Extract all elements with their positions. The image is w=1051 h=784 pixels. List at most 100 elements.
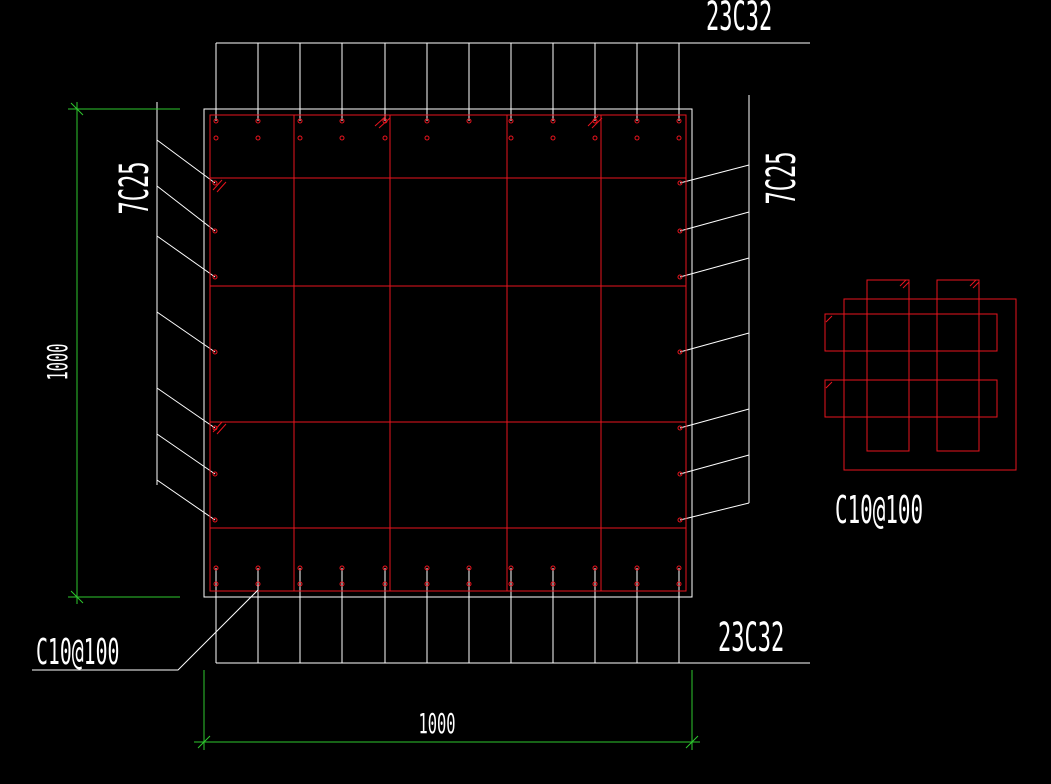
section-outline bbox=[203, 108, 693, 598]
left-leader-line bbox=[156, 235, 216, 278]
rebar-cage bbox=[209, 114, 687, 592]
right-leader-line bbox=[679, 332, 750, 353]
detail-horizontal-tie-bottom bbox=[824, 379, 998, 418]
concrete-boundary bbox=[203, 108, 693, 598]
stirrup-main-label: C10@100 bbox=[36, 631, 119, 673]
top-bar-dot bbox=[508, 135, 514, 141]
dim-tick-top bbox=[70, 102, 84, 116]
detail-vertical-tie-right bbox=[936, 279, 980, 452]
bottom-bar-dot bbox=[634, 581, 640, 587]
dimension-width bbox=[194, 670, 700, 750]
detail-outer-stirrup bbox=[843, 298, 1017, 471]
bottom-bar-dot bbox=[466, 565, 472, 571]
bottom-bar-dot bbox=[676, 565, 682, 571]
top-bar-dot bbox=[339, 118, 345, 124]
top-bar-dot bbox=[424, 118, 430, 124]
longitudinal-bars bbox=[212, 118, 683, 587]
top-bar-dot bbox=[508, 118, 514, 124]
detail-hook bbox=[969, 279, 980, 289]
top-bar-dot bbox=[213, 118, 219, 124]
right-bar-dot bbox=[677, 180, 683, 186]
height-dimension-label: 1000 bbox=[42, 343, 74, 380]
bottom-bar-dot bbox=[339, 565, 345, 571]
detail-vertical-tie-left bbox=[866, 279, 910, 452]
left-bar-dot bbox=[212, 517, 218, 523]
bottom-bar-dot bbox=[676, 581, 682, 587]
bottom-bar-dot bbox=[297, 581, 303, 587]
top-bar-dot bbox=[634, 118, 640, 124]
right-bar-dot bbox=[677, 349, 683, 355]
top-bar-leaders bbox=[215, 42, 810, 121]
top-bar-dot bbox=[466, 118, 472, 124]
top-bar-dot bbox=[592, 118, 598, 124]
hook-mark bbox=[374, 115, 391, 129]
top-bar-dot bbox=[550, 118, 556, 124]
bottom-bar-dot bbox=[508, 581, 514, 587]
left-leader-line bbox=[156, 479, 216, 521]
top-bars-label: 23C32 bbox=[706, 0, 772, 40]
top-bar-dot bbox=[382, 135, 388, 141]
right-bar-dot bbox=[677, 228, 683, 234]
top-bar-dot bbox=[592, 135, 598, 141]
left-bar-dot bbox=[212, 180, 218, 186]
bottom-bar-dot bbox=[424, 581, 430, 587]
bottom-bar-dot bbox=[382, 565, 388, 571]
bottom-bar-dot bbox=[297, 565, 303, 571]
top-bar-dot bbox=[255, 118, 261, 124]
left-leader-line bbox=[156, 387, 216, 429]
top-bar-dot bbox=[297, 118, 303, 124]
bottom-bar-dot bbox=[255, 565, 261, 571]
dim-tick-left bbox=[197, 735, 211, 749]
top-bar-dot bbox=[339, 135, 345, 141]
bottom-bar-dot bbox=[592, 581, 598, 587]
detail-horizontal-tie-top bbox=[824, 313, 998, 352]
left-leader-line bbox=[156, 433, 216, 475]
stirrup-detail bbox=[824, 279, 1017, 471]
bottom-bar-dot bbox=[466, 581, 472, 587]
right-bar-dot bbox=[677, 425, 683, 431]
left-bar-dot bbox=[212, 471, 218, 477]
bottom-bar-dot bbox=[382, 581, 388, 587]
dim-tick-right bbox=[685, 735, 699, 749]
outer-stirrup bbox=[209, 114, 687, 592]
top-bar-dot bbox=[424, 135, 430, 141]
top-bar-dot bbox=[550, 135, 556, 141]
hook-mark bbox=[212, 179, 227, 193]
detail-hook bbox=[825, 315, 833, 389]
right-bar-dot bbox=[677, 274, 683, 280]
top-bar-dot bbox=[297, 135, 303, 141]
left-bar-dot bbox=[212, 425, 218, 431]
bottom-bar-dot bbox=[424, 565, 430, 571]
dim-tick-bottom bbox=[70, 590, 84, 604]
inner-stirrup-band bbox=[209, 177, 687, 529]
left-bar-dot bbox=[212, 349, 218, 355]
bottom-bar-dot bbox=[213, 581, 219, 587]
dimension-height bbox=[68, 102, 180, 604]
left-leader-line bbox=[156, 185, 216, 232]
bottom-bar-dot bbox=[550, 581, 556, 587]
left-leader-line bbox=[156, 139, 216, 184]
right-bars-label: 7C25 bbox=[758, 152, 805, 205]
bottom-bar-dot bbox=[550, 565, 556, 571]
left-bars-label: 7C25 bbox=[111, 162, 158, 215]
side-bar-leaders bbox=[156, 95, 750, 521]
right-bar-dot bbox=[677, 471, 683, 477]
top-bar-dot bbox=[213, 135, 219, 141]
bottom-bar-dot bbox=[508, 565, 514, 571]
detail-hook bbox=[899, 279, 910, 289]
right-leader-line bbox=[679, 164, 750, 184]
top-bar-dot bbox=[676, 118, 682, 124]
stirrup-detail-label: C10@100 bbox=[835, 490, 923, 533]
bottom-bar-dot bbox=[213, 565, 219, 571]
right-leader-line bbox=[679, 454, 750, 475]
bottom-bar-dot bbox=[592, 565, 598, 571]
left-bar-dot bbox=[212, 274, 218, 280]
width-dimension-label: 1000 bbox=[418, 708, 455, 740]
right-leader-line bbox=[679, 502, 750, 521]
left-leader-line bbox=[156, 311, 216, 353]
top-bar-dot bbox=[255, 135, 261, 141]
bottom-bars-label: 23C32 bbox=[718, 614, 784, 661]
left-bar-dot bbox=[212, 228, 218, 234]
top-bar-dot bbox=[634, 135, 640, 141]
